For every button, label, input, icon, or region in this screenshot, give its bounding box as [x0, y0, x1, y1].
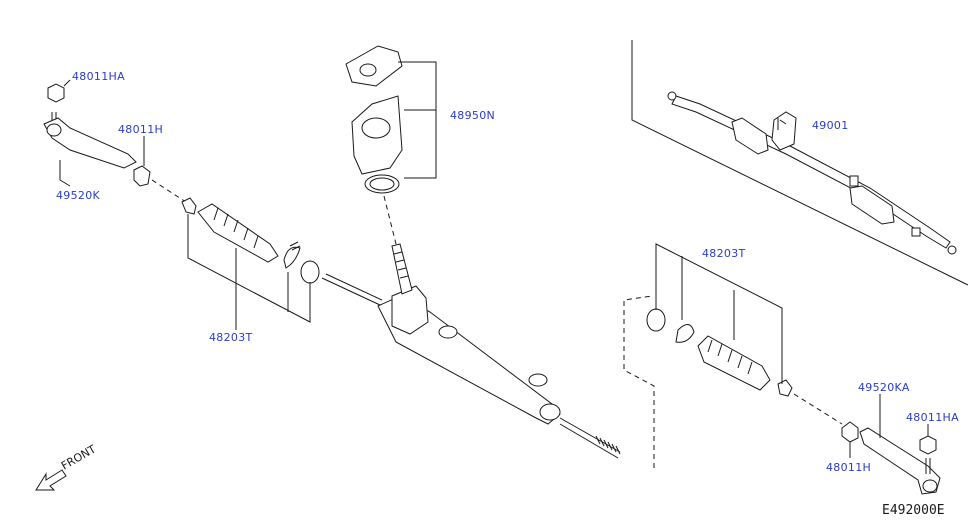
label-gear-assembly[interactable]: 49001: [812, 119, 849, 132]
leader-49520k: [59, 179, 71, 187]
label-nut-right[interactable]: 48011HA: [906, 411, 959, 424]
front-indicator: FRONT: [35, 442, 98, 491]
boot-kit-parts: [345, 45, 437, 245]
label-boot-nut-right[interactable]: 48011H: [826, 461, 871, 474]
label-boot-kit[interactable]: 48950N: [450, 109, 495, 122]
label-boot-left[interactable]: 48203T: [209, 331, 253, 344]
left-tie-rod-parts: [43, 79, 320, 330]
label-boot-nut-left[interactable]: 48011H: [118, 123, 163, 136]
diagram-code: E492000E: [882, 503, 945, 518]
front-label: FRONT: [59, 442, 98, 472]
right-tie-rod-parts: [623, 243, 941, 495]
label-tie-rod-end-left[interactable]: 49520K: [56, 189, 100, 202]
front-arrow-icon: [35, 469, 67, 491]
rack-housing: [321, 243, 621, 459]
label-nut-left[interactable]: 48011HA: [72, 70, 125, 83]
label-tie-rod-end-right[interactable]: 49520KA: [858, 381, 910, 394]
gear-assembly-inset: [631, 40, 969, 286]
label-boot-right[interactable]: 48203T: [702, 247, 746, 260]
